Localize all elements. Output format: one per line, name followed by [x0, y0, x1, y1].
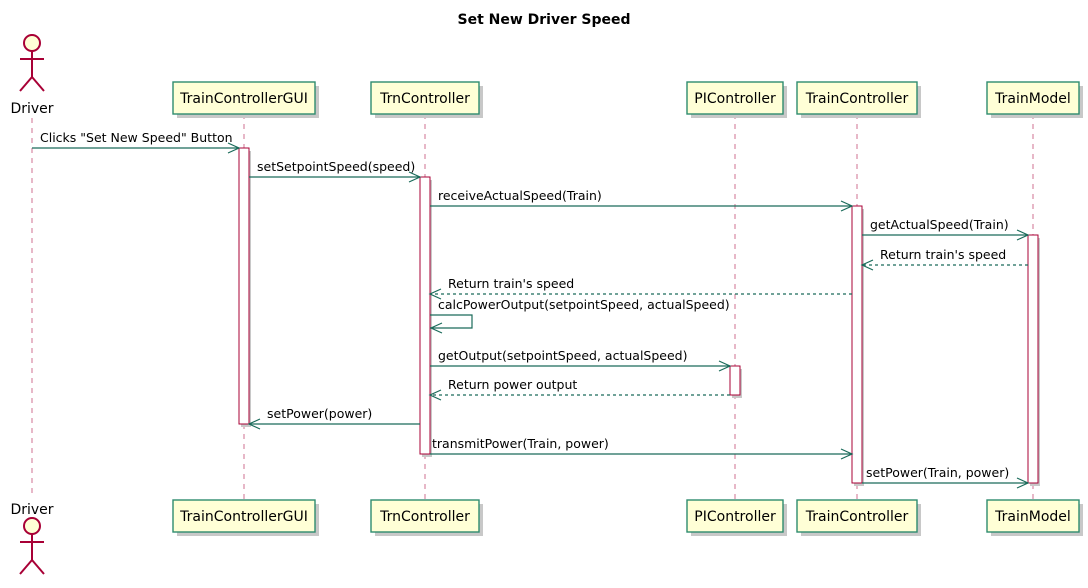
- participant-box: [986, 81, 1080, 115]
- message: setSetpointSpeed(speed): [249, 159, 422, 183]
- activation-tm: [1027, 234, 1039, 484]
- participants-bottom: Driver TrainControllerGUI TrnController PIC…: [10, 499, 1083, 575]
- participant-label: TrnController: [379, 509, 470, 525]
- activation-gui: [238, 147, 250, 425]
- message-label: Clicks "Set New Speed" Button: [40, 130, 233, 145]
- actor-leg: [19, 76, 33, 92]
- message-label: getOutput(setpointSpeed, actualSpeed): [438, 348, 688, 363]
- participant-label: TrainController: [805, 509, 909, 525]
- participant-label: TrainModel: [994, 91, 1071, 107]
- arrow-head: [227, 142, 241, 154]
- message: getOutput(setpointSpeed, actualSpeed): [430, 348, 732, 372]
- actor-head: [23, 34, 41, 52]
- arrow-head: [840, 448, 854, 460]
- arrow-head: [1016, 229, 1030, 241]
- message-label: Return train's speed: [880, 247, 1006, 262]
- actor-top: Driver: [10, 34, 54, 117]
- actor-head: [23, 517, 41, 535]
- participant-gui-top: TrainControllerGUI: [172, 81, 319, 118]
- message-label: calcPowerOutput(setpointSpeed, actualSpe…: [438, 297, 730, 312]
- messages: Clicks "Set New Speed" Button setSetpoint…: [32, 130, 1030, 489]
- actor-label: Driver: [10, 502, 53, 518]
- participant-label: TrnController: [379, 91, 470, 107]
- activation-tc: [851, 205, 863, 484]
- message: Clicks "Set New Speed" Button: [32, 130, 241, 154]
- self-message-line: [430, 314, 473, 329]
- message-label: receiveActualSpeed(Train): [438, 188, 602, 203]
- diagram-title: Set New Driver Speed: [457, 12, 630, 28]
- arrow-head: [428, 389, 442, 401]
- message-label: Return power output: [448, 377, 577, 392]
- actor-label: Driver: [10, 101, 53, 117]
- activation-pi: [729, 365, 741, 396]
- participant-box: [172, 499, 316, 533]
- message-label: setPower(Train, power): [866, 465, 1009, 480]
- participant-trn-bottom: TrnController: [370, 499, 483, 536]
- participant-label: PIController: [694, 91, 776, 107]
- participant-box: [986, 499, 1080, 533]
- activation-trn: [419, 176, 431, 455]
- message-label: setPower(power): [267, 406, 372, 421]
- message: receiveActualSpeed(Train): [430, 188, 854, 212]
- message: getActualSpeed(Train): [862, 217, 1030, 241]
- participant-box: [172, 81, 316, 115]
- message: calcPowerOutput(setpointSpeed, actualSpe…: [429, 297, 730, 334]
- participant-trn-top: TrnController: [370, 81, 483, 118]
- message: Return train's speed: [428, 276, 852, 300]
- participant-tc-top: TrainController: [796, 81, 921, 118]
- message-label: setSetpointSpeed(speed): [257, 159, 415, 174]
- participants-top: Driver TrainControllerGUI TrnController PIC…: [10, 34, 1083, 118]
- message-label: transmitPower(Train, power): [432, 436, 609, 451]
- activation-bars: [238, 147, 1040, 486]
- arrow-head: [428, 288, 442, 300]
- message: transmitPower(Train, power): [430, 436, 854, 460]
- message: Return train's speed: [860, 247, 1028, 271]
- arrow-head: [718, 360, 732, 372]
- participant-label: TrainModel: [994, 509, 1071, 525]
- participant-tm-bottom: TrainModel: [986, 499, 1083, 536]
- participant-pi-top: PIController: [686, 81, 787, 118]
- participant-tc-bottom: TrainController: [796, 499, 921, 536]
- message: setPower(power): [247, 406, 420, 430]
- arrow-head: [1016, 477, 1030, 489]
- participant-box: [796, 81, 918, 115]
- message-label: Return train's speed: [448, 276, 574, 291]
- arrow-head: [408, 171, 422, 183]
- message: Return power output: [428, 377, 730, 401]
- participant-box: [686, 81, 784, 115]
- participant-label: TrainController: [805, 91, 909, 107]
- actor-leg: [19, 559, 33, 575]
- arrow-head: [429, 322, 443, 334]
- actor-leg: [31, 559, 45, 575]
- participant-box: [370, 81, 480, 115]
- arrow-head: [840, 200, 854, 212]
- participant-box: [796, 499, 918, 533]
- participant-tm-top: TrainModel: [986, 81, 1083, 118]
- arrow-head: [247, 418, 261, 430]
- participant-label: PIController: [694, 509, 776, 525]
- actor-leg: [31, 76, 45, 92]
- message: setPower(Train, power): [862, 465, 1030, 489]
- participant-label: TrainControllerGUI: [179, 509, 308, 525]
- actor-bottom: Driver: [10, 502, 54, 575]
- participant-gui-bottom: TrainControllerGUI: [172, 499, 319, 536]
- participant-box: [686, 499, 784, 533]
- participant-box: [370, 499, 480, 533]
- arrow-head: [860, 259, 874, 271]
- participant-label: TrainControllerGUI: [179, 91, 308, 107]
- message-label: getActualSpeed(Train): [870, 217, 1009, 232]
- participant-pi-bottom: PIController: [686, 499, 787, 536]
